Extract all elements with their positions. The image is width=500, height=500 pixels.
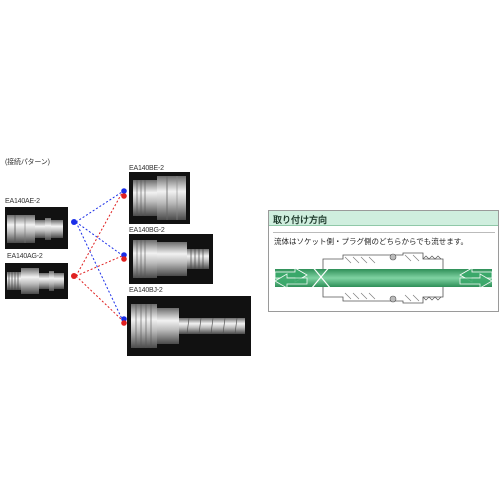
socket-bj-dot-blue: [121, 316, 127, 322]
connector-line: [75, 221, 123, 256]
socket-bg-photo: [129, 234, 213, 284]
plug-ae-photo: [5, 207, 68, 249]
section-hatching: [344, 254, 420, 302]
plug-ae-dot: [71, 219, 77, 225]
flow-diagram: [274, 252, 493, 304]
socket-bg-dot-blue: [121, 252, 127, 258]
divider: [273, 232, 495, 233]
socket-label-bj: EA140BJ-2: [129, 287, 163, 294]
thread-teeth: [422, 255, 442, 301]
panel-header: 取り付け方向: [269, 211, 498, 226]
install-direction-panel: 取り付け方向 流体はソケット側・プラグ側のどちらからでも流せます。: [268, 210, 499, 312]
plug-ag-dot: [71, 273, 77, 279]
plug-label-ae: EA140AE-2: [5, 198, 40, 205]
socket-bj-photo: [127, 296, 251, 356]
socket-be-photo: [129, 172, 190, 224]
connector-line: [75, 221, 123, 320]
flow-arrow-left: [274, 273, 308, 289]
connector-line: [75, 255, 123, 277]
connector-line: [75, 191, 123, 223]
flow-arrow-right: [459, 273, 493, 289]
flow-channel: [275, 269, 492, 287]
connector-line: [75, 275, 123, 321]
diagonal-arrow: [310, 264, 332, 290]
ball-bearing: [389, 253, 397, 261]
plug-ag-photo: [5, 263, 68, 299]
socket-label-bg: EA140BG-2: [129, 227, 165, 234]
socket-bj-dot-red: [121, 320, 127, 326]
plug-label-ag: EA140AG-2: [7, 253, 43, 260]
socket-be-dot-blue: [121, 188, 127, 194]
socket-be-dot-red: [121, 193, 127, 199]
ball-bearing: [389, 295, 397, 303]
panel-note: 流体はソケット側・プラグ側のどちらからでも流せます。: [274, 237, 469, 246]
socket-bg-dot-red: [121, 256, 127, 262]
socket-label-be: EA140BE-2: [129, 165, 164, 172]
panel-title: 取り付け方向: [273, 215, 328, 225]
connector-line: [75, 192, 123, 277]
section-label: (接続パターン): [5, 159, 50, 166]
